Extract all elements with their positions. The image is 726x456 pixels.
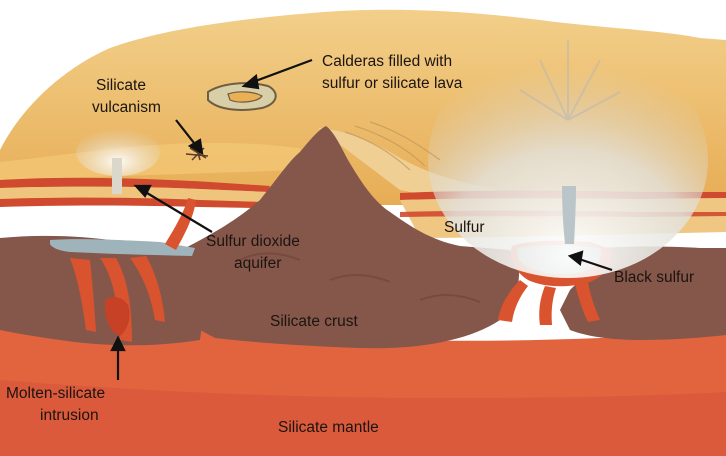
label-silicate-mantle: Silicate mantle xyxy=(278,419,379,436)
label-calderas-line1: Calderas filled with xyxy=(322,53,452,70)
label-sulfur: Sulfur xyxy=(444,219,485,236)
label-sulfur-dioxide-line2: aquifer xyxy=(234,255,281,272)
label-sulfur-dioxide-line1: Sulfur dioxide xyxy=(206,233,300,250)
label-calderas-line2: sulfur or silicate lava xyxy=(322,75,463,92)
label-black-sulfur: Black sulfur xyxy=(614,269,694,286)
small-plume-stem xyxy=(112,158,122,194)
label-silicate-crust: Silicate crust xyxy=(270,313,359,330)
label-silicate-vulcanism-line1: Silicate xyxy=(96,77,146,94)
label-silicate-vulcanism-line2: vulcanism xyxy=(92,99,161,116)
label-molten-silicate-line2: intrusion xyxy=(40,407,99,424)
label-molten-silicate-line1: Molten-silicate xyxy=(6,385,105,402)
